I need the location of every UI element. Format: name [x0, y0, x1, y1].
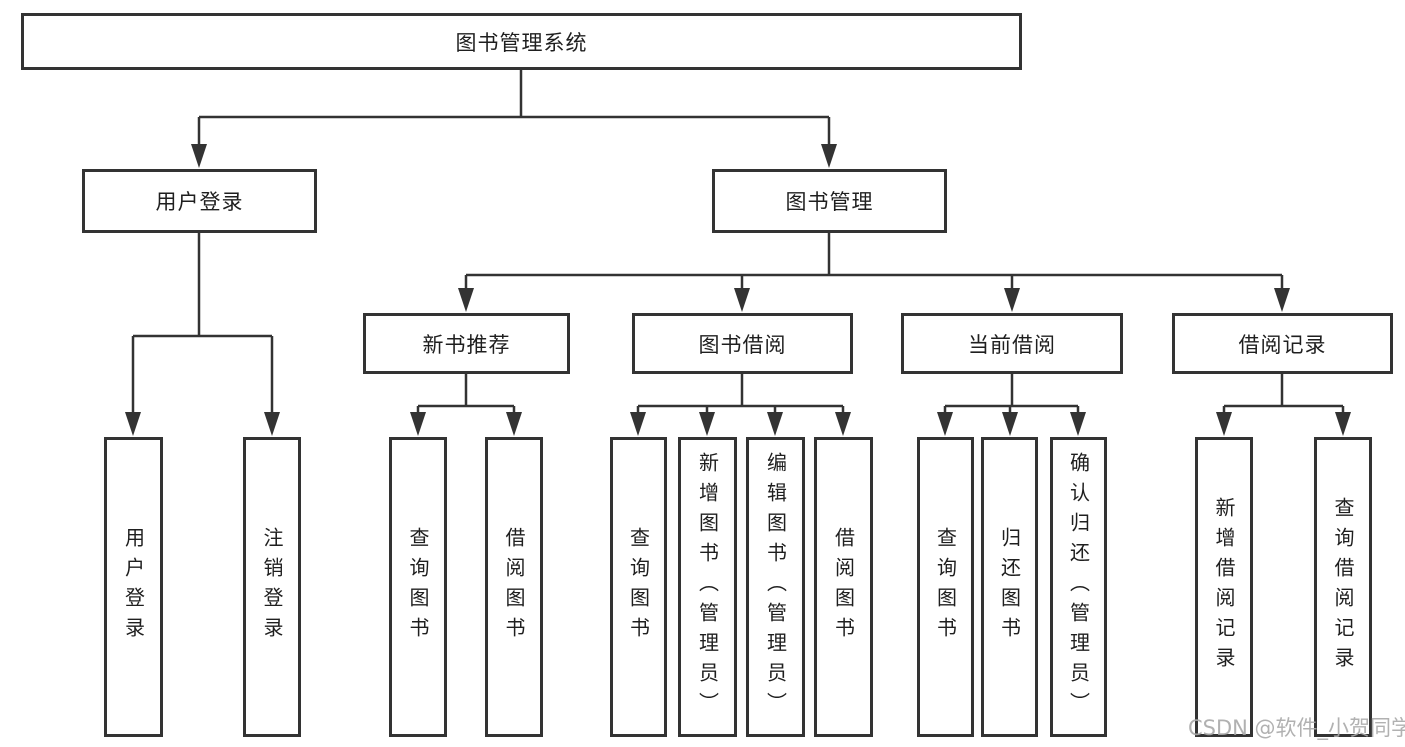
node-user-login: 用户登录 [82, 169, 317, 233]
leaf-query-books-current-label: 查询图书 [933, 527, 958, 647]
leaf-borrow-books-recommend: 借阅图书 [485, 437, 543, 737]
leaf-return-books: 归还图书 [981, 437, 1038, 737]
leaf-query-books-recommend: 查询图书 [389, 437, 447, 737]
leaf-return-books-label: 归还图书 [997, 527, 1022, 647]
leaf-logout-label: 注销登录 [260, 527, 284, 647]
node-book-management-label: 图书管理 [785, 190, 874, 214]
leaf-borrow-books-recommend-label: 借阅图书 [502, 527, 526, 647]
node-current-borrow: 当前借阅 [901, 313, 1123, 374]
leaf-query-books-recommend-label: 查询图书 [406, 527, 430, 647]
leaf-edit-books-admin: 编辑图书（管理员） [746, 437, 805, 737]
leaf-confirm-return-admin-label: 确认归还（管理员） [1066, 452, 1091, 722]
leaf-add-books-admin-label: 新增图书（管理员） [695, 452, 720, 722]
node-borrow-records: 借阅记录 [1172, 313, 1393, 374]
node-current-borrow-label: 当前借阅 [968, 332, 1056, 357]
node-book-borrow: 图书借阅 [632, 313, 853, 374]
leaf-borrow-books-label: 借阅图书 [831, 527, 856, 647]
leaf-query-books-borrow: 查询图书 [610, 437, 667, 737]
node-borrow-records-label: 借阅记录 [1238, 332, 1327, 357]
node-root: 图书管理系统 [21, 13, 1022, 70]
leaf-logout: 注销登录 [243, 437, 301, 737]
leaf-confirm-return-admin: 确认归还（管理员） [1050, 437, 1107, 737]
leaf-edit-books-admin-label: 编辑图书（管理员） [763, 452, 788, 722]
node-book-borrow-label: 图书借阅 [698, 332, 787, 357]
leaf-borrow-books: 借阅图书 [814, 437, 873, 737]
arrowheads [125, 144, 1351, 436]
leaf-query-borrow-record-label: 查询借阅记录 [1331, 497, 1355, 677]
node-new-book-recommend-label: 新书推荐 [422, 332, 511, 357]
leaf-add-borrow-record-label: 新增借阅记录 [1212, 497, 1236, 677]
node-user-login-label: 用户登录 [155, 190, 244, 214]
node-root-label: 图书管理系统 [455, 30, 588, 55]
leaf-query-books-borrow-label: 查询图书 [626, 527, 651, 647]
node-new-book-recommend: 新书推荐 [363, 313, 570, 374]
leaf-user-login: 用户登录 [104, 437, 163, 737]
leaf-query-borrow-record: 查询借阅记录 [1314, 437, 1372, 737]
leaf-query-books-current: 查询图书 [917, 437, 974, 737]
leaf-add-books-admin: 新增图书（管理员） [678, 437, 737, 737]
leaf-user-login-label: 用户登录 [121, 527, 146, 647]
leaf-add-borrow-record: 新增借阅记录 [1195, 437, 1253, 737]
node-book-management: 图书管理 [712, 169, 947, 233]
watermark-text: CSDN @软件_小贺同学 [1188, 716, 1405, 740]
